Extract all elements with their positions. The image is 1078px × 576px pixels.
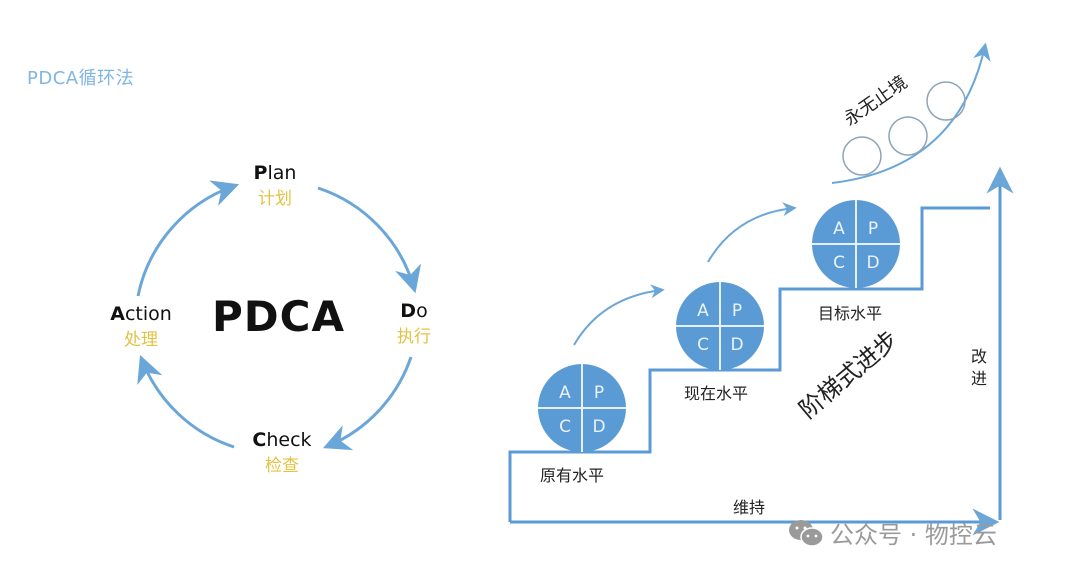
- staircase-outline: [508, 206, 990, 522]
- phase-check: Check 检查: [222, 429, 342, 476]
- phase-action-zh: 处理: [124, 330, 158, 350]
- apcd-circle-2: A P C D: [676, 282, 764, 370]
- apcd-circle-3: A P C D: [812, 200, 900, 288]
- level-current: 现在水平: [684, 384, 749, 403]
- watermark-text: 公众号 · 物控云: [830, 521, 997, 549]
- apcd-letter-c: C: [833, 253, 845, 273]
- phase-do: Do 执行: [354, 300, 474, 347]
- step-arrow-1: [573, 284, 665, 346]
- apcd-letter-c: C: [697, 335, 709, 355]
- pdca-center-label: PDCA: [212, 292, 345, 341]
- maintain-label: 维持: [733, 498, 766, 517]
- endless-circle: [888, 116, 928, 156]
- wechat-icon: [789, 519, 824, 547]
- endless-circle: [926, 81, 966, 121]
- level-target: 目标水平: [818, 304, 883, 323]
- phase-plan: Plan 计划: [215, 162, 335, 209]
- cycle-arrow-plan-to-do: [317, 186, 422, 294]
- apcd-letter-a: A: [559, 383, 571, 403]
- phase-action: Action 处理: [81, 303, 201, 350]
- phase-do-en: Do: [400, 300, 428, 322]
- phase-plan-zh: 计划: [258, 189, 292, 209]
- phase-action-en: Action: [110, 303, 172, 325]
- apcd-circle-1: A P C D: [538, 364, 626, 452]
- apcd-letter-d: D: [730, 335, 743, 355]
- endless-circle: [842, 136, 882, 176]
- endless-arrow: [831, 42, 991, 184]
- apcd-letter-p: P: [594, 383, 604, 403]
- watermark: 公众号 · 物控云: [788, 515, 997, 550]
- level-original: 原有水平: [540, 466, 605, 485]
- apcd-letter-c: C: [559, 417, 571, 437]
- apcd-letter-d: D: [866, 253, 879, 273]
- step-arrow-2: [707, 202, 797, 263]
- apcd-letter-p: P: [868, 219, 878, 239]
- improve-label: 改进: [970, 347, 987, 388]
- phase-check-zh: 检查: [265, 456, 299, 476]
- phase-plan-en: Plan: [253, 162, 297, 184]
- apcd-letter-d: D: [592, 417, 605, 437]
- phase-do-zh: 执行: [397, 327, 431, 347]
- apcd-letter-p: P: [732, 301, 742, 321]
- phase-check-en: Check: [252, 429, 312, 451]
- diagram-title: PDCA循环法: [27, 68, 135, 89]
- cycle-arrow-check-to-action: [137, 354, 235, 449]
- apcd-letter-a: A: [833, 219, 845, 239]
- cycle-arrow-do-to-check: [323, 356, 413, 451]
- apcd-letter-a: A: [697, 301, 709, 321]
- cycle-arrow-action-to-plan: [136, 180, 240, 297]
